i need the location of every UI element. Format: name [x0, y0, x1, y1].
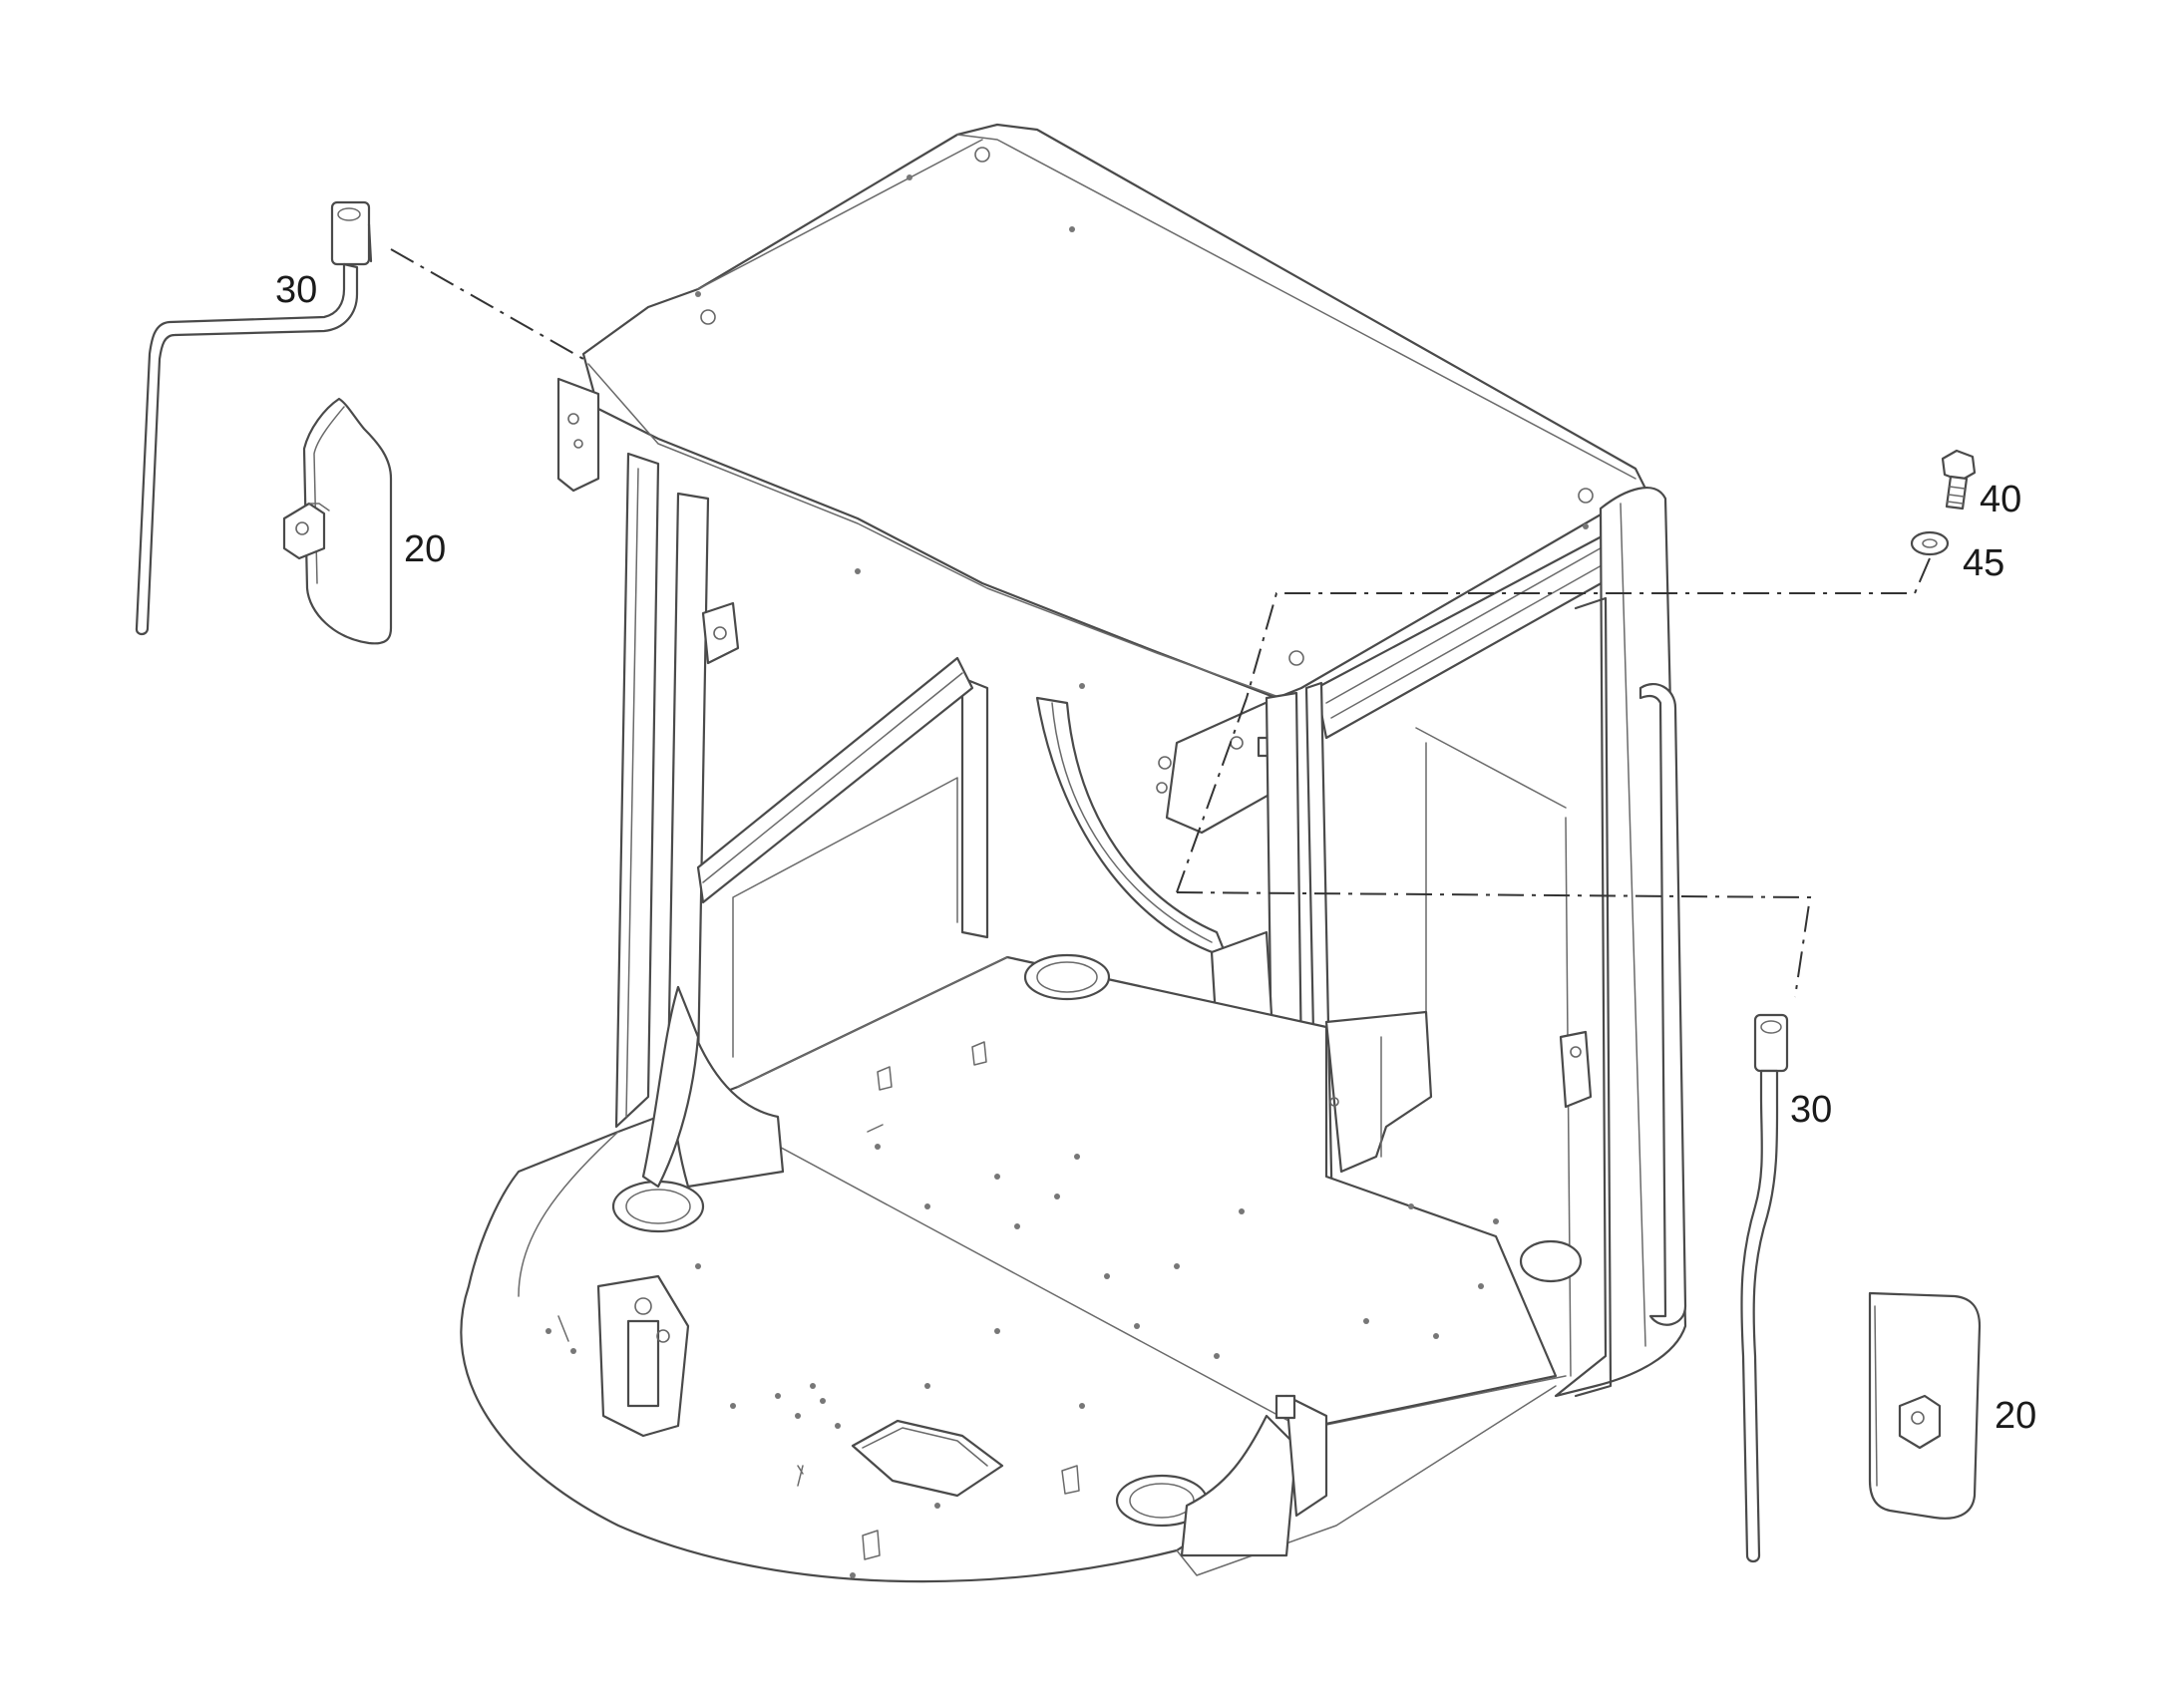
callout-20-left: 20	[404, 528, 447, 570]
callout-20-right: 20	[1995, 1395, 2037, 1437]
mirror-head-left	[282, 397, 393, 645]
cab-frame	[460, 123, 1687, 1583]
callout-30-right: 30	[1790, 1089, 1833, 1131]
callout-40: 40	[1980, 479, 2022, 520]
leader-lines	[390, 248, 1931, 998]
callout-45: 45	[1963, 542, 2005, 584]
bolt-40	[1941, 449, 1977, 511]
mirror-arm-right	[1740, 1013, 1789, 1563]
callout-30-left: 30	[275, 269, 318, 311]
floor-holes	[545, 1144, 1499, 1578]
washer-45	[1910, 530, 1950, 556]
mirror-head-right	[1868, 1291, 1982, 1520]
mirror-arm-left	[135, 200, 373, 636]
